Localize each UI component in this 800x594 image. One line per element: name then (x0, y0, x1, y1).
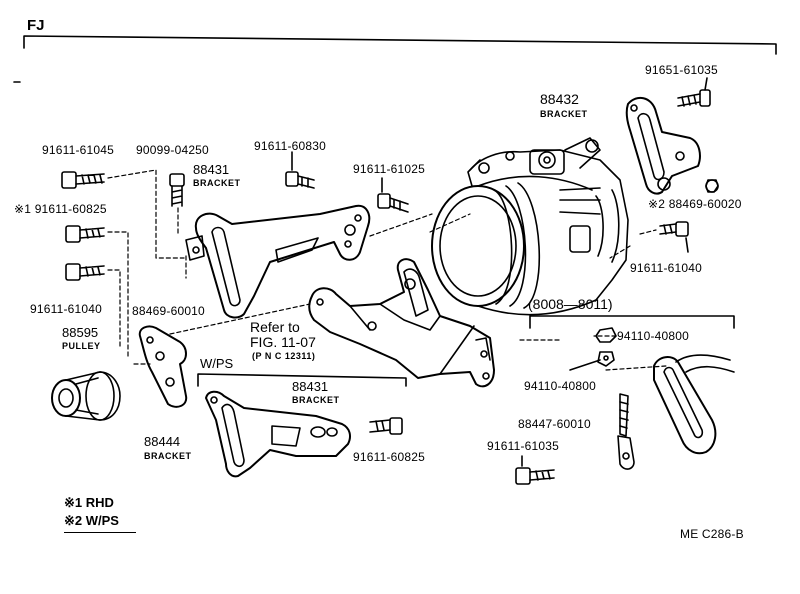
label-88431-lower: 88431 (292, 379, 329, 394)
bolt-90099-04250-drawing (169, 173, 185, 207)
frame-bracket-line (23, 35, 777, 55)
serial-group-frame (529, 315, 735, 329)
label-90099-04250: 90099-04250 (136, 143, 209, 157)
bolt-91611-61045-drawing (61, 171, 105, 189)
ac-compressor (431, 137, 629, 316)
label-91611-60825-right: 91611-60825 (353, 450, 426, 464)
wps-mark: ※2 (648, 197, 666, 211)
label-88431-lower-name: BRACKET (292, 395, 340, 405)
legend-item-rhd: ※1 RHD (64, 496, 114, 509)
label-94110-40800-lower: 94110-40800 (524, 379, 597, 393)
bolt-91611-61040-left-drawing (65, 263, 105, 281)
model-title: FJ (27, 17, 45, 34)
label-91651-61035: 91651-61035 (645, 63, 718, 77)
bolt-91611-61040-right-drawing (659, 221, 689, 253)
label-91611-61040-left: 91611-61040 (30, 302, 103, 316)
legend-text: RHD (85, 495, 114, 510)
label-91611-61025: 91611-61025 (353, 162, 426, 176)
bolt-91611-60825-right-drawing (369, 417, 403, 435)
bolt-91611-60825-left-drawing (65, 225, 105, 243)
dashed-guides (107, 169, 667, 371)
nut-88469-60020-drawing (657, 177, 719, 193)
legend-mark: ※1 (64, 495, 83, 510)
label-88444: 88444 (144, 434, 181, 449)
label-88444-name: BRACKET (144, 451, 192, 461)
label-91611-61045: 91611-61045 (42, 143, 115, 157)
refer-line-3: (P N C 12311) (252, 351, 316, 361)
label-88432-name: BRACKET (540, 109, 588, 119)
label-88431-upper-name: BRACKET (193, 178, 241, 188)
leader (704, 77, 708, 91)
bolt-88447-60010-drawing (617, 393, 635, 470)
label-94110-40800-upper: 94110-40800 (617, 329, 690, 343)
serial-range-label: (8008—8011) (528, 296, 613, 312)
engine-mount-bracket-drawing (308, 258, 495, 388)
label-88595: 88595 (62, 325, 99, 340)
bolt-91651-61035-drawing (677, 89, 711, 107)
bracket-88431-upper-drawing (185, 204, 371, 319)
label-88447-60010: 88447-60010 (518, 417, 591, 431)
bolt-91611-61035-lower-drawing (515, 467, 555, 485)
label-88595-name: PULLEY (62, 341, 101, 351)
legend-text: W/PS (85, 513, 119, 528)
bracket-88444-drawing (138, 325, 188, 408)
bracket-88432-drawing (625, 96, 701, 195)
label-91611-60830: 91611-60830 (254, 139, 327, 153)
bolt-91611-60830-drawing (285, 171, 315, 189)
label-91611-60825-left: ※1 91611-60825 (14, 203, 107, 216)
wps-group-label: W/PS (200, 356, 234, 371)
bolt-91611-61025-drawing (377, 193, 409, 213)
part-number: 88469-60020 (668, 197, 742, 211)
label-91611-61040-right: 91611-61040 (630, 261, 703, 275)
nut-94110-40800-lower-drawing (597, 351, 615, 367)
bracket-88431-lower-drawing (205, 390, 351, 478)
figure-code: ME C286-B (680, 527, 744, 541)
label-91611-61035: 91611-61035 (487, 439, 560, 453)
legend-item-wps: ※2 W/PS (64, 514, 119, 527)
pulley-88595-drawing (51, 371, 121, 421)
refer-line-1: Refer to (250, 319, 300, 335)
part-number: 91611-60825 (34, 202, 107, 216)
legend-underline (64, 532, 136, 533)
label-88469-60010: 88469-60010 (132, 304, 205, 318)
nut-94110-40800-upper-drawing (595, 327, 617, 343)
refer-line-2: FIG. 11-07 (250, 334, 316, 350)
label-88432: 88432 (540, 91, 579, 107)
label-88469-60020: ※2 88469-60020 (648, 198, 742, 211)
rhd-mark: ※1 (14, 202, 32, 216)
label-88431-upper: 88431 (193, 162, 230, 177)
legend-mark: ※2 (64, 513, 83, 528)
strap-bracket-drawing (653, 354, 735, 455)
wps-group-frame (197, 373, 407, 387)
